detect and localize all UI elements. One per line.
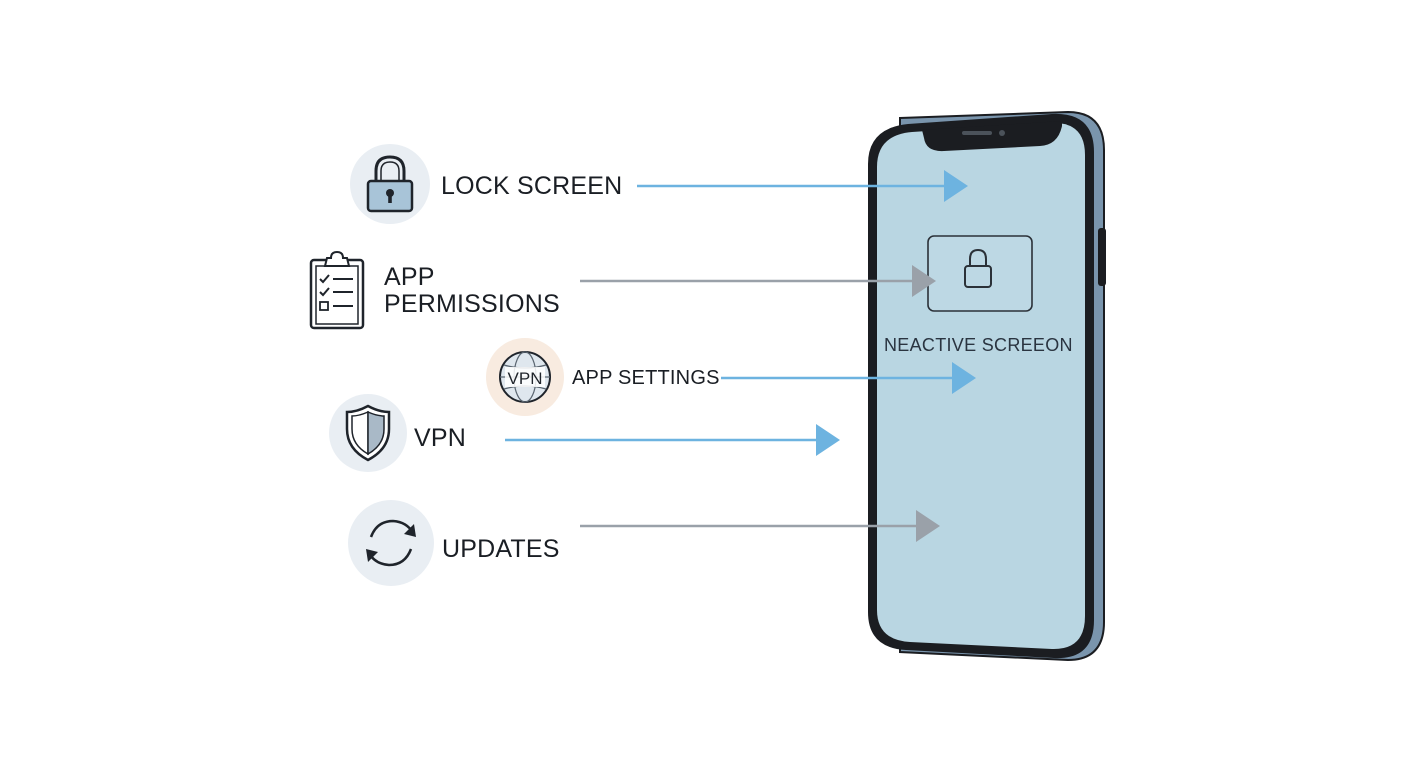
app-settings-label: APP SETTINGS [572, 367, 720, 389]
app-permissions-badge[interactable] [306, 250, 368, 332]
screen-label: NEACTIVE SCREEON [884, 335, 1073, 355]
refresh-icon [366, 519, 416, 567]
shield-icon [345, 404, 391, 462]
phone-screen [877, 122, 1085, 650]
phone-frame [868, 113, 1094, 659]
vpn-badge-text: VPN [508, 369, 543, 388]
globe-icon: VPN [499, 351, 551, 403]
arrow-vpn [505, 424, 840, 456]
clipboard-checklist-icon [309, 250, 365, 330]
app-settings-badge[interactable]: VPN [486, 338, 564, 416]
lock-icon [366, 155, 414, 213]
arrow-updates [580, 510, 940, 542]
phone-side-edge [899, 110, 1105, 662]
arrow-app-permissions [580, 265, 936, 297]
vpn-label: VPN [414, 424, 467, 452]
vpn-badge[interactable] [329, 394, 407, 472]
lock-screen-label: LOCK SCREEN [441, 172, 623, 200]
phone-camera [999, 130, 1005, 136]
updates-label: UPDATES [442, 535, 560, 563]
phone-notch [922, 121, 1062, 152]
lock-screen-badge[interactable] [350, 144, 430, 224]
app-permissions-label-line1: APP [384, 263, 435, 291]
updates-badge[interactable] [348, 500, 434, 586]
screen-lock-icon [964, 248, 992, 288]
phone-speaker [962, 131, 992, 135]
arrow-app-settings [721, 362, 976, 394]
app-permissions-label: APP PERMISSIONS [384, 264, 560, 318]
arrow-lock-screen [637, 170, 968, 202]
phone-side-button [1098, 228, 1106, 286]
app-permissions-label-line2: PERMISSIONS [384, 290, 560, 318]
screen-lock-card [927, 235, 1033, 312]
